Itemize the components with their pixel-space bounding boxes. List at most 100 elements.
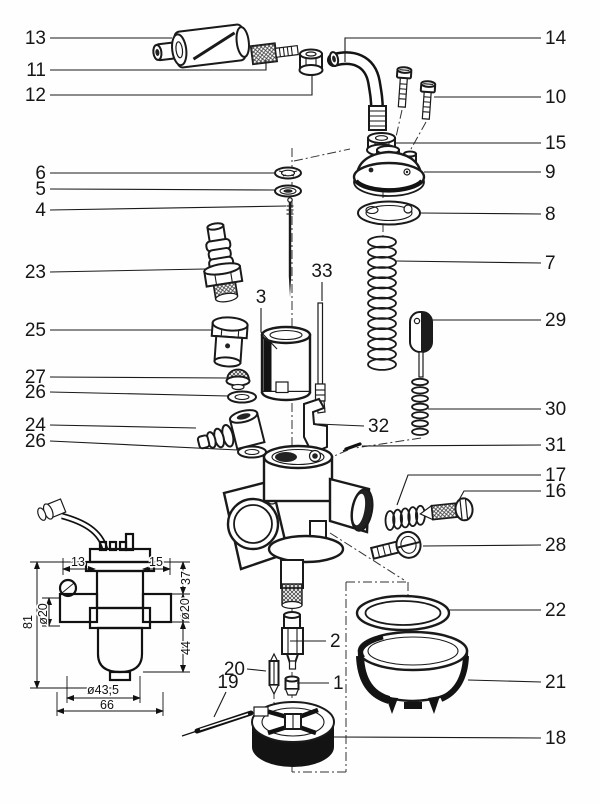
callout-19: 19 xyxy=(213,672,239,718)
part-number-label: 1 xyxy=(333,673,344,694)
part-number-label: 5 xyxy=(35,179,46,200)
part-number-label: 21 xyxy=(545,672,566,693)
part-28-fuel-banjo-bolt xyxy=(369,530,422,560)
part-6-washer xyxy=(274,166,302,180)
dimension-label: 15 xyxy=(149,555,163,569)
callout-15: 15 xyxy=(396,133,566,154)
leader-line xyxy=(49,391,229,397)
part-18-float xyxy=(251,701,335,767)
part-number-label: 9 xyxy=(545,162,556,183)
part-number-label: 26 xyxy=(25,382,46,403)
leader-line xyxy=(49,424,197,429)
part-27-fuel-filter xyxy=(225,368,251,391)
part-26-washer-upper xyxy=(227,390,257,404)
callout-3: 3 xyxy=(256,287,278,350)
part-number-label: 14 xyxy=(545,28,567,49)
part-11-adjuster-barrel xyxy=(249,42,299,66)
callout-26: 26 xyxy=(25,431,239,452)
leader-line xyxy=(344,37,541,62)
part-number-label: 29 xyxy=(545,310,566,331)
leader-line xyxy=(361,444,542,447)
part-16-idle-adjust-screw xyxy=(419,497,474,522)
leader-line xyxy=(260,308,278,350)
part-31-retaining-pin xyxy=(342,442,362,452)
part-10-cap-screws xyxy=(395,66,437,120)
part-number-label: 15 xyxy=(545,133,566,154)
part-number-label: 6 xyxy=(35,163,46,184)
part-17-idle-screw-spring xyxy=(384,504,426,531)
part-number-label: 13 xyxy=(25,28,46,49)
part-25-union-bolt xyxy=(210,316,249,368)
part-33-choke-rod xyxy=(314,302,326,414)
callout-30: 30 xyxy=(428,399,566,420)
part-number-label: 23 xyxy=(25,262,46,283)
part-number-label: 18 xyxy=(545,728,566,749)
part-26-washer-lower xyxy=(237,445,267,459)
part-number-label: 8 xyxy=(545,204,556,225)
callout-33: 33 xyxy=(311,261,333,301)
dimension-label: ø20 xyxy=(36,603,50,625)
part-number-label: 28 xyxy=(545,535,566,556)
part-number-label: 31 xyxy=(545,435,566,456)
part-29-tickler-plunger xyxy=(409,311,433,378)
dimension-label: ø20 xyxy=(178,598,192,620)
part-14-cable-elbow-tube xyxy=(327,51,387,131)
callout-5: 5 xyxy=(35,179,276,200)
leader-line xyxy=(333,736,542,739)
dimension-label: 37 xyxy=(179,571,193,585)
leader-line xyxy=(49,376,227,379)
leader-line xyxy=(213,691,227,718)
part-32-choke-slide xyxy=(303,397,328,455)
callout-23: 23 xyxy=(25,262,206,283)
part-number-label: 2 xyxy=(330,631,341,652)
callout-1: 1 xyxy=(297,673,344,694)
callout-16: 16 xyxy=(458,481,566,502)
callout-2: 2 xyxy=(290,631,341,652)
part-4-jet-needle xyxy=(286,197,294,297)
callout-24: 24 xyxy=(25,415,197,436)
part-13-cable-adjuster-cover xyxy=(152,23,250,69)
leader-line xyxy=(419,212,542,215)
part-1-main-jet xyxy=(284,675,300,696)
callout-6: 6 xyxy=(35,163,275,184)
part-number-label: 3 xyxy=(256,287,267,308)
part-30-tickler-spring xyxy=(411,377,429,436)
dimension-lines xyxy=(30,558,190,716)
callout-4: 4 xyxy=(35,200,287,221)
leader-line xyxy=(246,668,267,672)
leader-line xyxy=(422,544,542,547)
leader-line xyxy=(395,260,542,264)
part-23-cable-adjuster-screw xyxy=(203,222,244,303)
callout-11: 11 xyxy=(26,60,267,81)
part-7-throttle-spring xyxy=(367,235,397,371)
part-number-label: 20 xyxy=(224,659,245,680)
callout-29: 29 xyxy=(432,310,566,331)
part-19-float-pivot-pin xyxy=(181,710,254,737)
leader-line xyxy=(317,423,365,427)
part-number-label: 22 xyxy=(545,600,566,621)
leader-line xyxy=(49,205,287,211)
part-24-fuel-inlet-fitting xyxy=(196,409,266,451)
leader-line xyxy=(49,268,206,273)
dimension-label: ø43,5 xyxy=(87,683,119,697)
callout-10: 10 xyxy=(434,87,566,108)
dimension-label: 66 xyxy=(100,698,114,712)
part-number-label: 17 xyxy=(545,465,566,486)
part-number-label: 16 xyxy=(545,481,566,502)
callout-9: 9 xyxy=(424,162,556,183)
callout-21: 21 xyxy=(467,672,566,693)
callout-7: 7 xyxy=(395,253,556,274)
callout-8: 8 xyxy=(419,204,556,225)
dimension-label: 13 xyxy=(71,555,85,569)
part-8-cap-gasket xyxy=(357,200,421,226)
callout-17: 17 xyxy=(396,465,566,506)
part-number-label: 33 xyxy=(311,261,332,282)
part-20-float-needle xyxy=(268,652,280,696)
callout-20: 20 xyxy=(224,659,267,680)
callout-31: 31 xyxy=(361,435,566,456)
leader-line xyxy=(396,474,541,506)
